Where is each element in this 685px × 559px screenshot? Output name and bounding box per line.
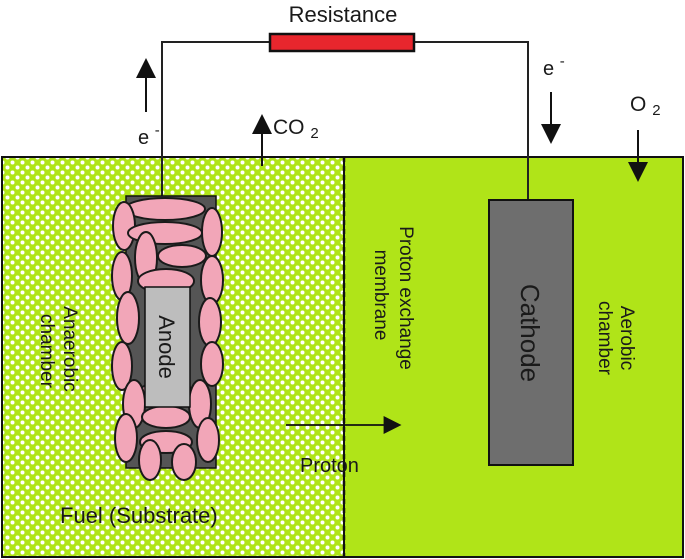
resistor (268, 32, 416, 53)
microbe (138, 439, 162, 481)
microbe (171, 443, 197, 481)
proton-label: Proton (300, 455, 359, 477)
aerobic-label-line2: chamber (594, 301, 615, 376)
microbe (201, 207, 223, 257)
microbe (112, 201, 136, 251)
co2-sub: 2 (310, 125, 318, 142)
electron-charge-right: - (560, 53, 565, 70)
microbe (111, 341, 133, 391)
circuit-wire (161, 41, 270, 200)
anode-label-box (144, 286, 191, 408)
microbe (200, 255, 224, 305)
electron-label-right: e - (543, 53, 565, 80)
electron-label-left: e - (138, 122, 160, 149)
microbe (198, 297, 222, 347)
membrane-label-line2: membrane (370, 250, 391, 341)
fuel-label: Fuel (Substrate) (60, 503, 218, 528)
o2-sub: 2 (652, 102, 660, 119)
aerobic-label-line1: Aerobic (616, 306, 637, 370)
microbe (116, 291, 140, 345)
microbe (114, 413, 138, 463)
o2-main: O (630, 93, 646, 116)
resistance-label: Resistance (289, 2, 398, 27)
electron-charge-left: - (155, 122, 160, 139)
microbe (196, 417, 220, 463)
microbe (157, 244, 207, 268)
microbe (200, 341, 224, 387)
cathode-label: Cathode (515, 284, 545, 382)
microbe (141, 405, 191, 429)
anode-label: Anode (154, 315, 179, 379)
cathode-electrode (488, 199, 574, 466)
membrane-label-line1: Proton exchange (395, 226, 416, 370)
anaerobic-label-line1: Anaerobic (59, 306, 80, 392)
o2-label: O 2 (630, 93, 661, 119)
electron-symbol-right: e (543, 58, 554, 80)
microbe (124, 197, 206, 221)
anaerobic-label-line2: chamber (36, 314, 57, 389)
circuit-wire-right (414, 41, 529, 200)
electron-symbol-left: e (138, 127, 149, 149)
co2-main: CO (273, 116, 305, 139)
co2-label: CO 2 (273, 116, 319, 142)
